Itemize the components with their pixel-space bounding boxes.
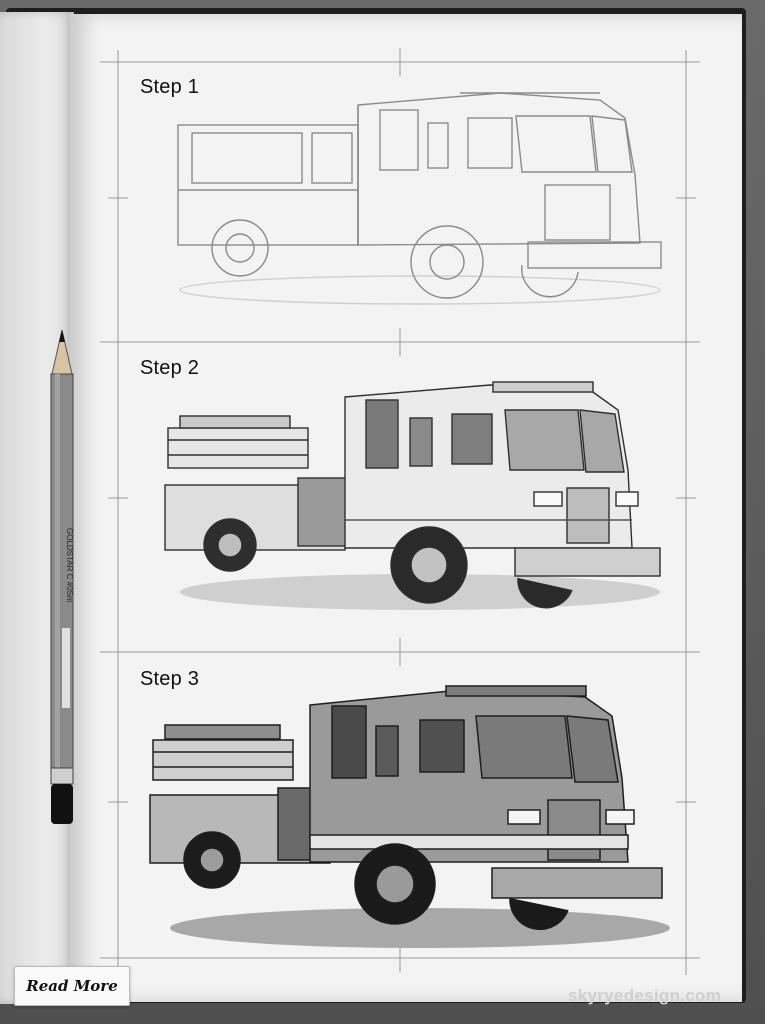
site-watermark: skyryedesign.com <box>568 986 722 1005</box>
step-3-label: Step 3 <box>140 668 200 690</box>
pencil-brand-text: GOLDSTAR C #0Sm <box>65 528 74 603</box>
read-more-button[interactable]: Read More <box>14 966 130 1006</box>
pencil-icon: GOLDSTAR C #0Sm <box>50 329 74 824</box>
step-2-label: Step 2 <box>140 357 200 379</box>
step-1-label: Step 1 <box>140 76 200 98</box>
